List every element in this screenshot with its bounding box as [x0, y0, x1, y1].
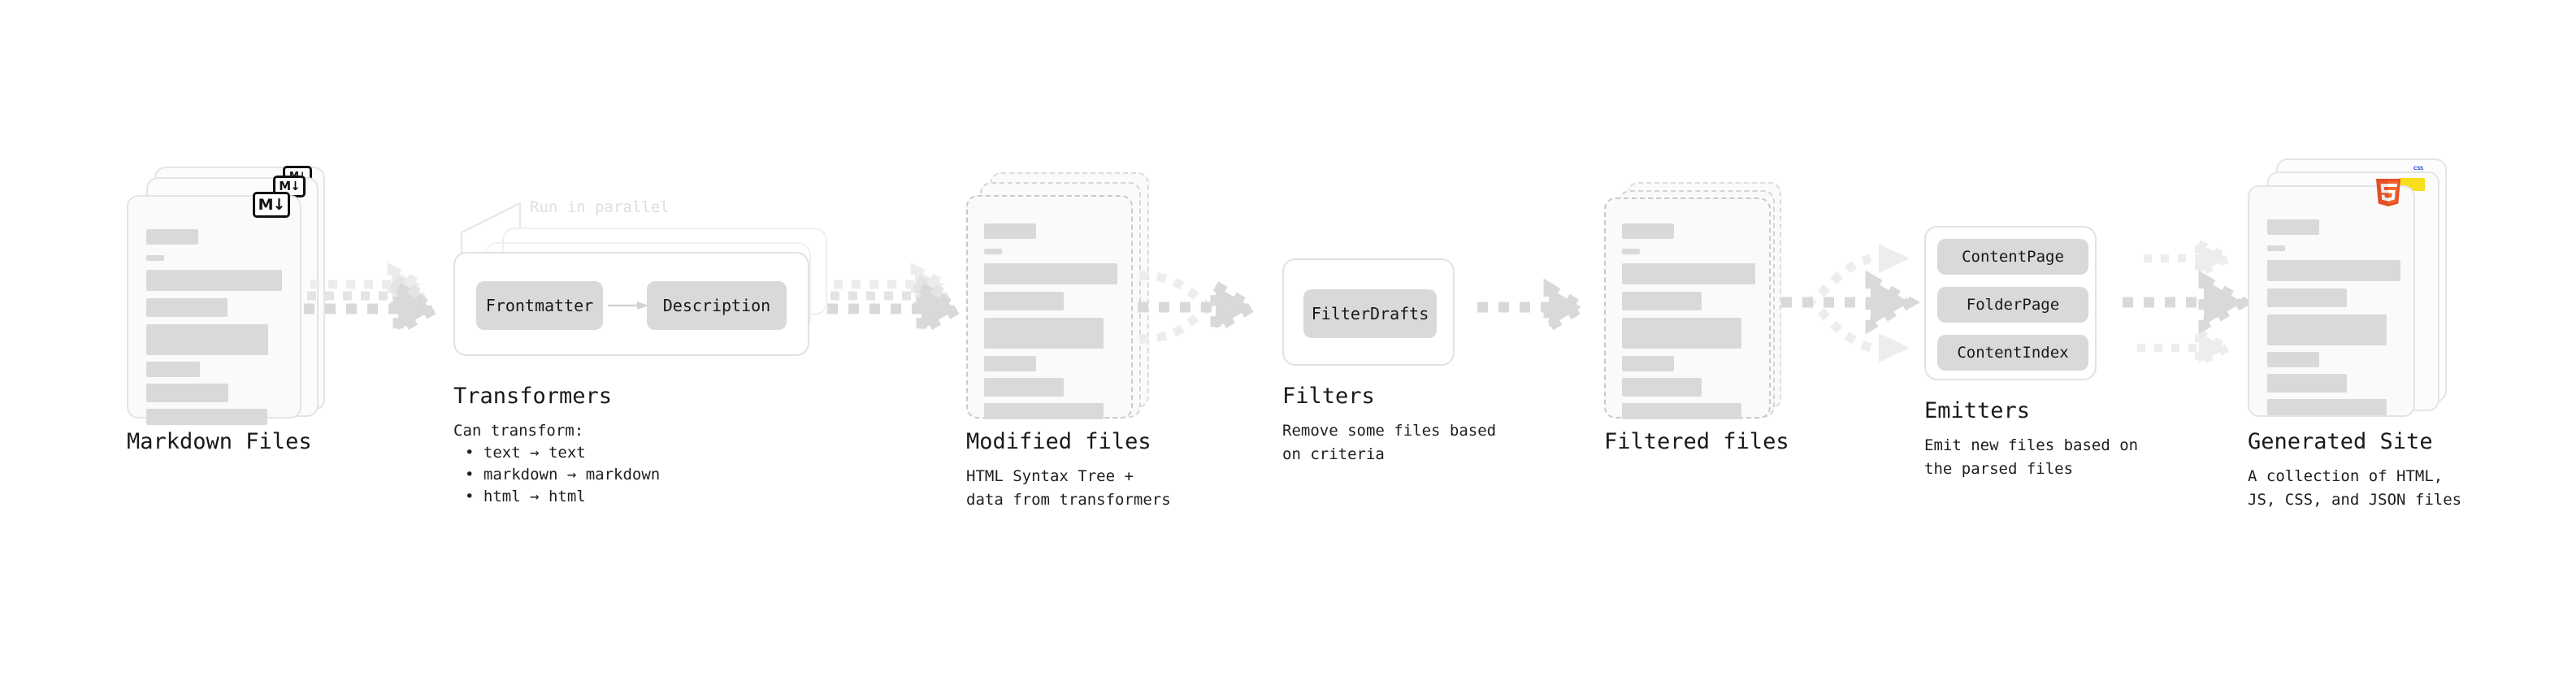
- stage-heading-emitters: Emitters: [1924, 398, 2031, 423]
- skeleton-line: [2267, 245, 2285, 251]
- skeleton-line: [984, 249, 1002, 254]
- skeleton-line: [2267, 399, 2387, 415]
- stage-heading-markdown-files: Markdown Files: [127, 429, 312, 454]
- skeleton-line: [146, 409, 267, 425]
- skeleton-line: [1622, 292, 1702, 310]
- markdown-icon: M↓: [253, 192, 290, 218]
- transformer-inner-arrow: [608, 301, 648, 310]
- emitter-pill-folderpage[interactable]: FolderPage: [1937, 287, 2088, 323]
- skeleton-line: [2267, 219, 2319, 235]
- skeleton-line: [146, 362, 200, 377]
- transformer-panel-front: Frontmatter Description: [453, 252, 809, 356]
- skeleton-line: [146, 255, 164, 261]
- generated-site-caption: A collection of HTML, JS, CSS, and JSON …: [2248, 467, 2462, 509]
- skeleton-line: [1622, 318, 1741, 349]
- filtered-file-card-front: [1604, 197, 1771, 419]
- modified-files-caption: HTML Syntax Tree + data from transformer…: [966, 467, 1171, 509]
- transformers-caption-intro: Can transform:: [453, 422, 584, 440]
- skeleton-line: [984, 223, 1036, 239]
- transformer-pill-description[interactable]: Description: [647, 281, 787, 330]
- emitters-panel: ContentPage FolderPage ContentIndex: [1924, 226, 2097, 380]
- markdown-file-card-front: M↓: [127, 192, 301, 425]
- arrow-transformers-to-modified: [827, 262, 968, 340]
- skeleton-line: [1622, 403, 1741, 419]
- skeleton-line: [984, 318, 1104, 349]
- css-icon-label: CSS: [2413, 166, 2423, 171]
- skeleton-line: [984, 378, 1064, 397]
- filters-caption: Remove some files based on criteria: [1282, 422, 1497, 463]
- skeleton-line: [1622, 263, 1755, 284]
- transformer-pill-frontmatter[interactable]: Frontmatter: [476, 281, 603, 330]
- modified-file-card-front: [966, 195, 1133, 419]
- skeleton-line: [146, 324, 268, 355]
- skeleton-line: [2267, 260, 2400, 281]
- skeleton-line: [984, 356, 1036, 371]
- transformers-caption-item-0: • text → text: [465, 444, 586, 462]
- site-file-card-front: [2248, 179, 2415, 417]
- skeleton-line: [146, 229, 198, 245]
- emitter-pill-contentpage[interactable]: ContentPage: [1937, 239, 2088, 275]
- skeleton-line: [1622, 356, 1674, 371]
- skeleton-line: [146, 270, 282, 291]
- html5-icon: [2375, 179, 2401, 206]
- filter-pill-filterdrafts[interactable]: FilterDrafts: [1303, 289, 1437, 338]
- skeleton-line: [146, 298, 228, 317]
- emitters-caption: Emit new files based on the parsed files: [1924, 436, 2139, 478]
- skeleton-line: [2267, 352, 2319, 367]
- arrow-filtered-to-emitters: [1781, 244, 1920, 362]
- emitter-pill-contentindex[interactable]: ContentIndex: [1937, 335, 2088, 371]
- skeleton-line: [146, 384, 228, 402]
- arrow-filters-to-filtered: [1477, 278, 1592, 336]
- skeleton-line: [2267, 288, 2347, 307]
- stage-heading-filters: Filters: [1282, 384, 1375, 409]
- stage-heading-transformers: Transformers: [453, 384, 613, 409]
- stage-heading-filtered-files: Filtered files: [1604, 429, 1789, 454]
- skeleton-line: [984, 403, 1104, 419]
- skeleton-line: [984, 292, 1064, 310]
- skeleton-line: [984, 263, 1117, 284]
- arrow-markdown-to-transformers: [304, 262, 445, 340]
- stage-heading-modified-files: Modified files: [966, 429, 1151, 454]
- filters-panel: FilterDrafts: [1282, 258, 1455, 366]
- skeleton-line: [1622, 223, 1674, 239]
- run-in-parallel-bracket: [460, 201, 522, 254]
- arrow-emitters-to-site: [2123, 236, 2253, 370]
- skeleton-line: [1622, 249, 1640, 254]
- transformers-caption-item-1: • markdown → markdown: [465, 466, 661, 484]
- skeleton-line: [1622, 378, 1702, 397]
- skeleton-line: [2267, 314, 2387, 345]
- skeleton-line: [2267, 374, 2347, 393]
- arrow-modified-to-filters: [1138, 271, 1262, 344]
- run-in-parallel-label: Run in parallel: [530, 198, 670, 216]
- transformers-caption-item-2: • html → html: [465, 488, 586, 505]
- stage-heading-generated-site: Generated Site: [2248, 429, 2433, 454]
